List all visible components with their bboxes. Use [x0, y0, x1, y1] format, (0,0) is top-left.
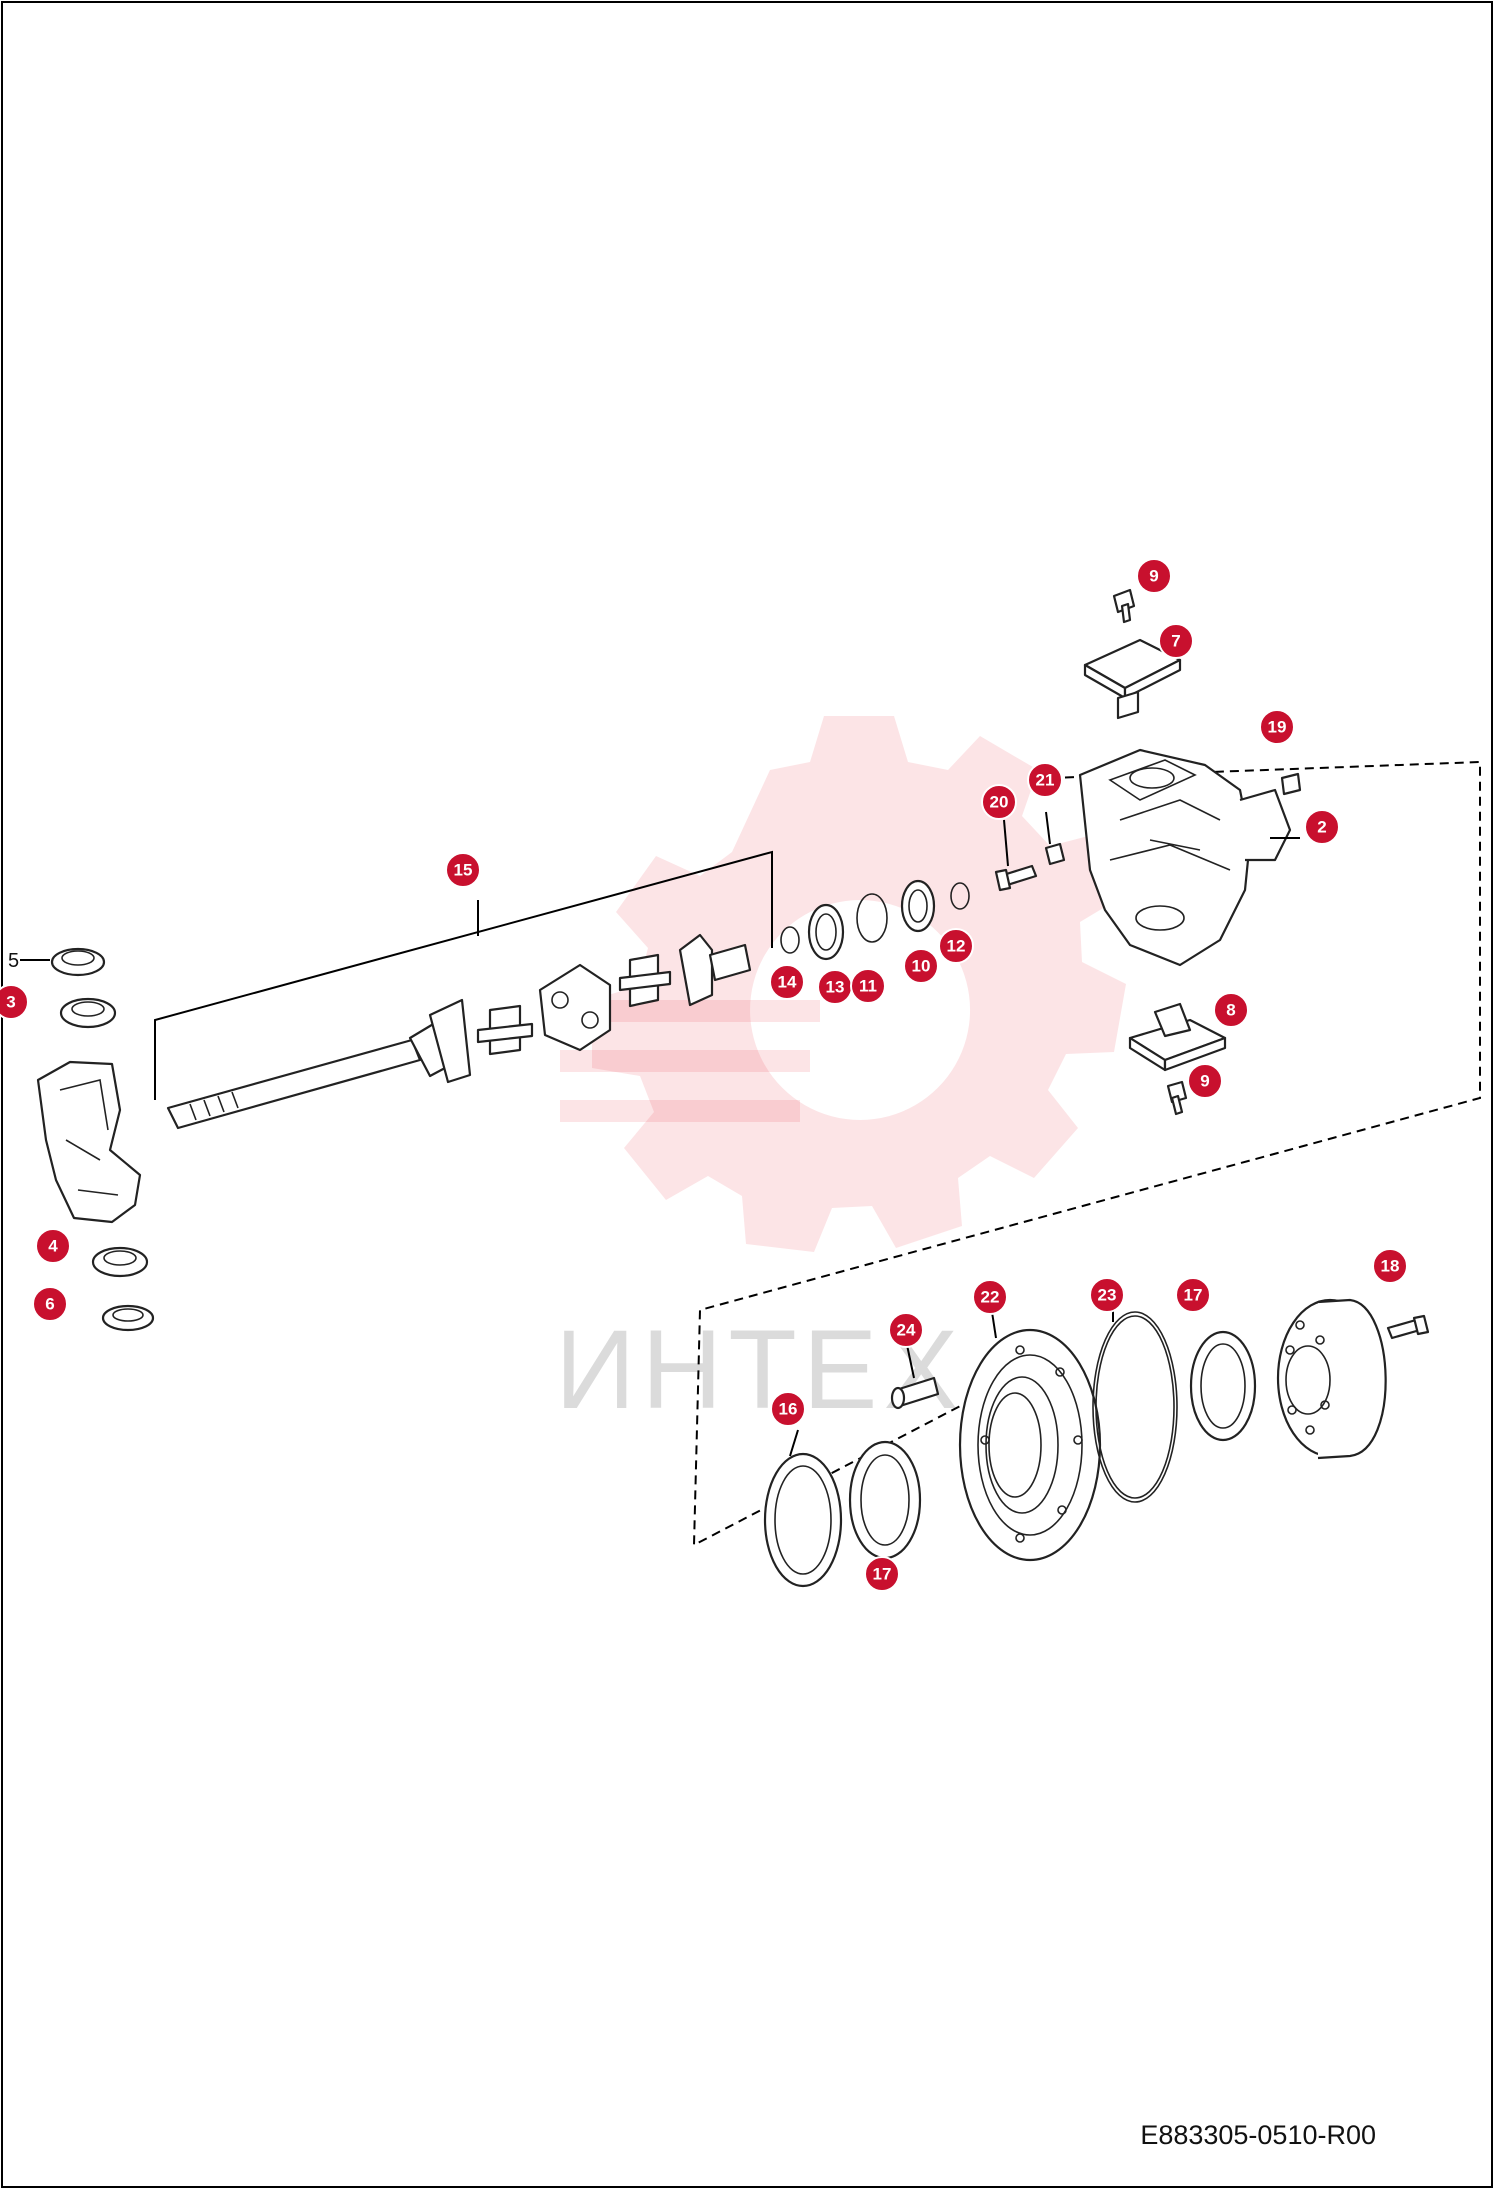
svg-text:17: 17 — [1184, 1286, 1203, 1305]
svg-text:22: 22 — [981, 1288, 1000, 1307]
bearing-17-left — [848, 1440, 922, 1560]
callout-3[interactable]: 3 — [0, 984, 29, 1020]
svg-text:23: 23 — [1098, 1286, 1117, 1305]
bolt-18 — [1386, 1314, 1430, 1340]
seal-ring-5 — [50, 947, 106, 977]
knuckle-arm — [36, 1060, 142, 1224]
seal-13 — [807, 903, 845, 961]
seal-10 — [900, 879, 936, 933]
cross-joint-right — [618, 953, 672, 1008]
o-ring-23 — [1092, 1311, 1178, 1503]
callout-9-top[interactable]: 9 — [1136, 558, 1172, 594]
svg-text:24: 24 — [897, 1321, 916, 1340]
svg-text:21: 21 — [1036, 771, 1055, 790]
svg-text:4: 4 — [48, 1237, 58, 1256]
callout-2[interactable]: 2 — [1304, 809, 1340, 845]
callout-12[interactable]: 12 — [938, 928, 974, 964]
bolt-9-bottom — [1166, 1080, 1188, 1116]
svg-text:13: 13 — [826, 978, 845, 997]
leader-21 — [1045, 811, 1051, 845]
grease-nipple-19 — [1280, 772, 1302, 796]
callout-20[interactable]: 20 — [981, 784, 1017, 820]
svg-text:3: 3 — [6, 993, 15, 1012]
wheel-hub-22 — [958, 1328, 1102, 1562]
bolt-20 — [994, 864, 1038, 892]
svg-text:9: 9 — [1200, 1072, 1209, 1091]
svg-text:10: 10 — [912, 957, 931, 976]
document-code: E883305-0510-R00 — [1140, 2120, 1376, 2150]
svg-text:9: 9 — [1149, 567, 1158, 586]
callout-4[interactable]: 4 — [35, 1228, 71, 1264]
svg-text:18: 18 — [1381, 1257, 1400, 1276]
svg-text:7: 7 — [1171, 632, 1180, 651]
callout-7[interactable]: 7 — [1158, 623, 1194, 659]
snap-ring-12 — [950, 882, 970, 910]
callout-6[interactable]: 6 — [32, 1286, 68, 1322]
callout-9-bottom[interactable]: 9 — [1187, 1063, 1223, 1099]
callout-18[interactable]: 18 — [1372, 1248, 1408, 1284]
assembly-boundary — [692, 760, 1481, 1547]
label-5: 5 — [8, 950, 19, 972]
svg-text:8: 8 — [1226, 1001, 1235, 1020]
bearing-3 — [59, 997, 117, 1029]
svg-text:11: 11 — [859, 977, 877, 996]
nut-21 — [1044, 842, 1066, 866]
seal-ring-6 — [101, 1304, 155, 1332]
callout-17-left[interactable]: 17 — [864, 1556, 900, 1592]
king-pin-cap-7 — [1083, 638, 1182, 720]
callout-13[interactable]: 13 — [817, 969, 853, 1005]
snap-ring-14 — [780, 926, 800, 954]
stub-shaft-yoke — [678, 933, 752, 1007]
stud-24 — [890, 1376, 940, 1410]
leader-22 — [991, 1311, 997, 1339]
callout-8[interactable]: 8 — [1213, 992, 1249, 1028]
shaft-group-bracket — [154, 850, 773, 1100]
callout-14[interactable]: 14 — [769, 964, 805, 1000]
callout-17-right[interactable]: 17 — [1175, 1277, 1211, 1313]
callout-11[interactable]: 11 — [850, 968, 886, 1004]
callout-19[interactable]: 19 — [1259, 709, 1295, 745]
svg-text:15: 15 — [454, 861, 473, 880]
king-pin-base-8 — [1128, 1002, 1227, 1072]
snap-ring-11 — [856, 893, 888, 943]
axle-shaft — [166, 998, 472, 1130]
svg-text:17: 17 — [873, 1565, 892, 1584]
callout-22[interactable]: 22 — [972, 1279, 1008, 1315]
callout-21[interactable]: 21 — [1027, 762, 1063, 798]
callout-23[interactable]: 23 — [1089, 1277, 1125, 1313]
center-yoke — [538, 963, 612, 1052]
leader-16 — [789, 1429, 799, 1457]
hub-cap-drum — [1276, 1298, 1387, 1460]
watermark-gear-icon — [560, 716, 1126, 1252]
steering-knuckle-2 — [1078, 748, 1292, 967]
callout-15[interactable]: 15 — [445, 852, 481, 888]
bolt-9-top — [1112, 588, 1136, 624]
oil-seal-16 — [763, 1452, 843, 1588]
leader-24 — [906, 1344, 915, 1379]
svg-text:19: 19 — [1268, 718, 1287, 737]
callout-24[interactable]: 24 — [888, 1312, 924, 1348]
leader-20 — [1003, 819, 1009, 867]
svg-text:16: 16 — [779, 1400, 798, 1419]
svg-text:6: 6 — [45, 1295, 54, 1314]
cross-joint-left — [476, 1004, 534, 1056]
svg-text:2: 2 — [1317, 818, 1326, 837]
callout-16[interactable]: 16 — [770, 1391, 806, 1427]
svg-text:14: 14 — [778, 973, 797, 992]
callout-10[interactable]: 10 — [903, 948, 939, 984]
bearing-4 — [91, 1246, 149, 1278]
svg-text:12: 12 — [947, 937, 966, 956]
svg-text:20: 20 — [990, 793, 1009, 812]
bearing-17-right — [1189, 1330, 1257, 1442]
